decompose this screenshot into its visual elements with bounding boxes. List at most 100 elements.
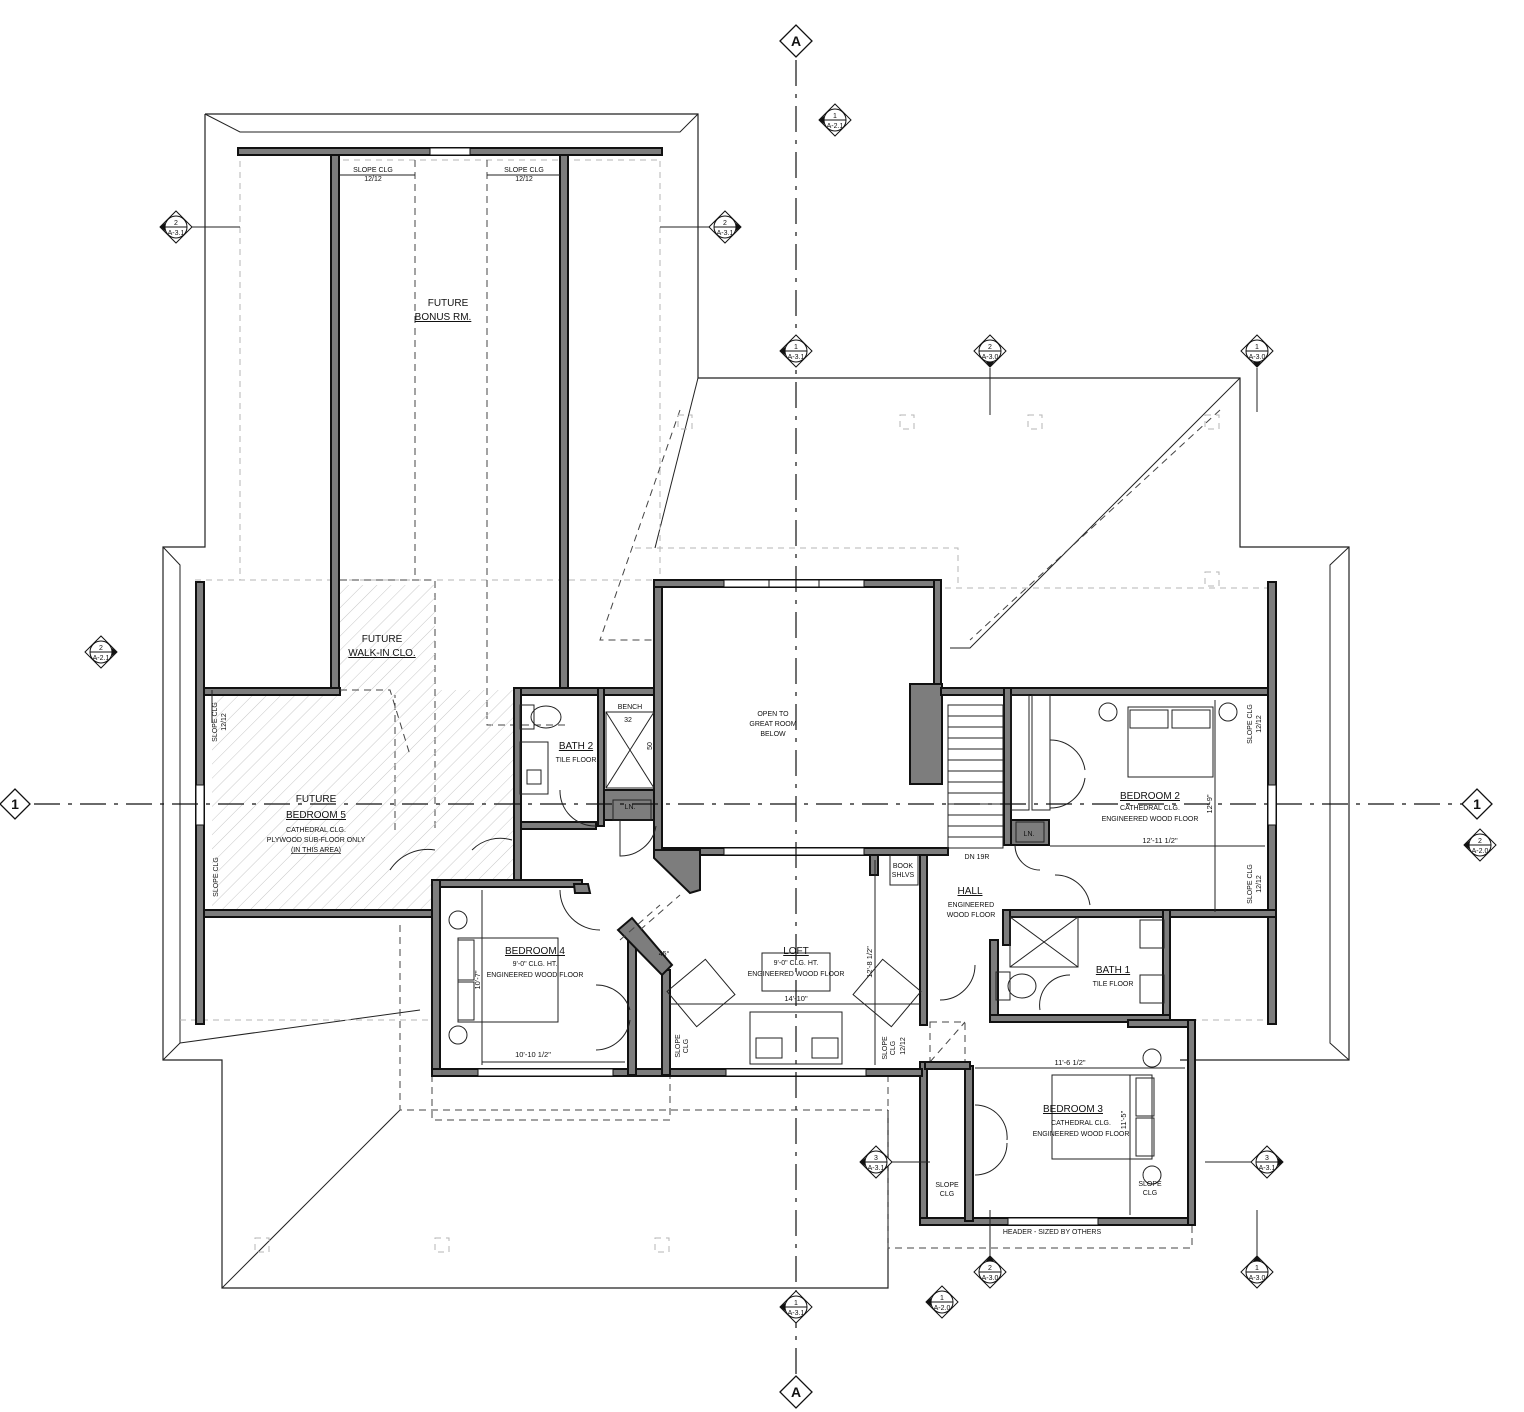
- dimensions: 12'-11 1/2" 12'-9" 10'-10 1/2" 10'-7" 14…: [473, 794, 1214, 1129]
- svg-text:ENGINEERED WOOD FLOOR: ENGINEERED WOOD FLOOR: [1102, 816, 1199, 823]
- svg-text:2: 2: [174, 220, 178, 227]
- svg-text:A-3.1: A-3.1: [1259, 1165, 1276, 1172]
- svg-text:11'-6 1/2": 11'-6 1/2": [1054, 1058, 1085, 1067]
- svg-text:A-3.1: A-3.1: [788, 1310, 805, 1317]
- grid-bubble-1-left: 1: [0, 788, 31, 820]
- svg-text:SLOPE CLG: SLOPE CLG: [504, 167, 544, 174]
- svg-text:SLOPE: SLOPE: [882, 1036, 889, 1060]
- section-marker: 1A-2.1: [818, 103, 852, 137]
- room-bonus-label: FUTURE BONUS RM.: [415, 298, 472, 323]
- svg-text:14'-10": 14'-10": [784, 994, 808, 1003]
- section-marker: 2A-2.0: [1463, 828, 1497, 862]
- svg-text:ENGINEERED: ENGINEERED: [948, 902, 994, 909]
- svg-text:TILE FLOOR: TILE FLOOR: [1093, 981, 1134, 988]
- svg-text:GREAT ROOM: GREAT ROOM: [749, 721, 796, 728]
- svg-text:1: 1: [11, 796, 19, 812]
- svg-text:CLG: CLG: [940, 1191, 954, 1198]
- svg-text:A-3.0: A-3.0: [1249, 1275, 1266, 1282]
- svg-text:10'-10 1/2": 10'-10 1/2": [515, 1050, 551, 1059]
- svg-text:FUTURE: FUTURE: [428, 298, 469, 309]
- svg-text:12/12: 12/12: [221, 713, 228, 731]
- svg-text:A-3.0: A-3.0: [1249, 354, 1266, 361]
- svg-text:1: 1: [940, 1295, 944, 1302]
- svg-text:9'-0" CLG. HT.: 9'-0" CLG. HT.: [774, 960, 819, 967]
- svg-text:1: 1: [1255, 344, 1259, 351]
- room-hall-label: HALL ENGINEERED WOOD FLOOR: [947, 886, 996, 919]
- section-marker: 2A-3.1: [159, 210, 193, 244]
- svg-text:TILE FLOOR: TILE FLOOR: [556, 757, 597, 764]
- svg-text:3: 3: [874, 1155, 878, 1162]
- svg-text:12'-9": 12'-9": [1205, 794, 1214, 813]
- section-marker: 2A-3.1: [708, 210, 742, 244]
- room-bedroom4-label: BEDROOM 4 9'-0" CLG. HT. ENGINEERED WOOD…: [487, 946, 584, 979]
- section-marker: 1A-3.0: [1240, 1255, 1274, 1289]
- svg-text:12/12: 12/12: [900, 1037, 907, 1055]
- svg-text:2: 2: [99, 645, 103, 652]
- svg-text:SLOPE CLG: SLOPE CLG: [212, 702, 219, 742]
- svg-text:LOFT: LOFT: [783, 946, 809, 957]
- svg-text:A-3.0: A-3.0: [982, 1275, 999, 1282]
- svg-text:1: 1: [1473, 796, 1481, 812]
- svg-text:(IN THIS AREA): (IN THIS AREA): [291, 847, 341, 854]
- svg-text:LN.: LN.: [1024, 831, 1035, 838]
- svg-text:HEADER - SIZED BY OTHERS: HEADER - SIZED BY OTHERS: [1003, 1229, 1102, 1236]
- svg-text:BELOW: BELOW: [760, 731, 786, 738]
- svg-text:12'-8 1/2": 12'-8 1/2": [865, 946, 874, 978]
- section-marker: 1A-2.0: [925, 1285, 959, 1319]
- svg-text:BOOK: BOOK: [893, 863, 914, 870]
- svg-text:ENGINEERED WOOD FLOOR: ENGINEERED WOOD FLOOR: [487, 972, 584, 979]
- svg-text:CATHEDRAL CLG.: CATHEDRAL CLG.: [1120, 805, 1180, 812]
- room-bedroom5-label: FUTURE BEDROOM 5 CATHEDRAL CLG. PLYWOOD …: [267, 794, 366, 854]
- svg-text:11'-5": 11'-5": [1119, 1110, 1128, 1129]
- future-area-hatch: [212, 585, 515, 910]
- svg-text:CATHEDRAL CLG.: CATHEDRAL CLG.: [286, 827, 346, 834]
- room-open-to-below-label: OPEN TO GREAT ROOM BELOW: [749, 711, 796, 738]
- section-marker: 1A-3.0: [1240, 334, 1274, 368]
- svg-text:45°: 45°: [659, 950, 670, 958]
- svg-text:BONUS RM.: BONUS RM.: [415, 312, 472, 323]
- svg-text:12/12: 12/12: [515, 176, 533, 183]
- svg-text:CLG: CLG: [683, 1039, 690, 1053]
- svg-text:SLOPE CLG: SLOPE CLG: [1247, 864, 1254, 904]
- fixtures: [211, 174, 1265, 1215]
- svg-text:2: 2: [1478, 838, 1482, 845]
- svg-text:10'-7": 10'-7": [473, 970, 482, 989]
- svg-text:12/12: 12/12: [1256, 875, 1263, 893]
- svg-text:BEDROOM 3: BEDROOM 3: [1043, 1104, 1103, 1115]
- svg-text:WOOD FLOOR: WOOD FLOOR: [947, 912, 996, 919]
- section-marker: 2A-3.0: [973, 1255, 1007, 1289]
- svg-text:BENCH: BENCH: [618, 704, 643, 711]
- section-marker: 2A-2.1: [84, 635, 118, 669]
- svg-text:1: 1: [794, 1300, 798, 1307]
- svg-text:ENGINEERED WOOD FLOOR: ENGINEERED WOOD FLOOR: [1033, 1131, 1130, 1138]
- svg-text:SLOPE CLG: SLOPE CLG: [353, 167, 393, 174]
- svg-text:1: 1: [833, 113, 837, 120]
- svg-text:FUTURE: FUTURE: [296, 794, 337, 805]
- svg-text:A-2.0: A-2.0: [1472, 848, 1489, 855]
- section-marker: 1A-3.1: [779, 334, 813, 368]
- svg-text:12/12: 12/12: [1256, 715, 1263, 733]
- svg-text:1: 1: [1255, 1265, 1259, 1272]
- svg-text:A-3.1: A-3.1: [168, 230, 185, 237]
- svg-text:SLOPE: SLOPE: [675, 1034, 682, 1058]
- grid-bubble-a-top: A: [779, 24, 813, 58]
- room-loft-label: LOFT 9'-0" CLG. HT. ENGINEERED WOOD FLOO…: [748, 946, 845, 978]
- svg-text:A: A: [791, 1384, 801, 1400]
- svg-text:SLOPE CLG: SLOPE CLG: [213, 857, 220, 897]
- grid-bubble-a-bottom: A: [779, 1375, 813, 1409]
- svg-text:LN.: LN.: [625, 804, 636, 811]
- svg-text:32: 32: [624, 717, 632, 724]
- svg-text:SLOPE: SLOPE: [1138, 1181, 1162, 1188]
- svg-text:HALL: HALL: [957, 886, 982, 897]
- room-bedroom2-label: BEDROOM 2 CATHEDRAL CLG. ENGINEERED WOOD…: [1102, 791, 1199, 823]
- section-marker: 3A-3.1: [1250, 1145, 1284, 1179]
- section-marker: 1A-3.1: [779, 1290, 813, 1324]
- svg-text:A-3.1: A-3.1: [717, 230, 734, 237]
- section-marker: 2A-3.0: [973, 334, 1007, 368]
- svg-text:A-3.1: A-3.1: [788, 354, 805, 361]
- svg-text:DN 19R: DN 19R: [965, 854, 990, 861]
- svg-text:CLG: CLG: [890, 1041, 897, 1055]
- room-bath1-label: BATH 1 TILE FLOOR: [1093, 965, 1134, 988]
- svg-text:SLOPE CLG: SLOPE CLG: [1247, 704, 1254, 744]
